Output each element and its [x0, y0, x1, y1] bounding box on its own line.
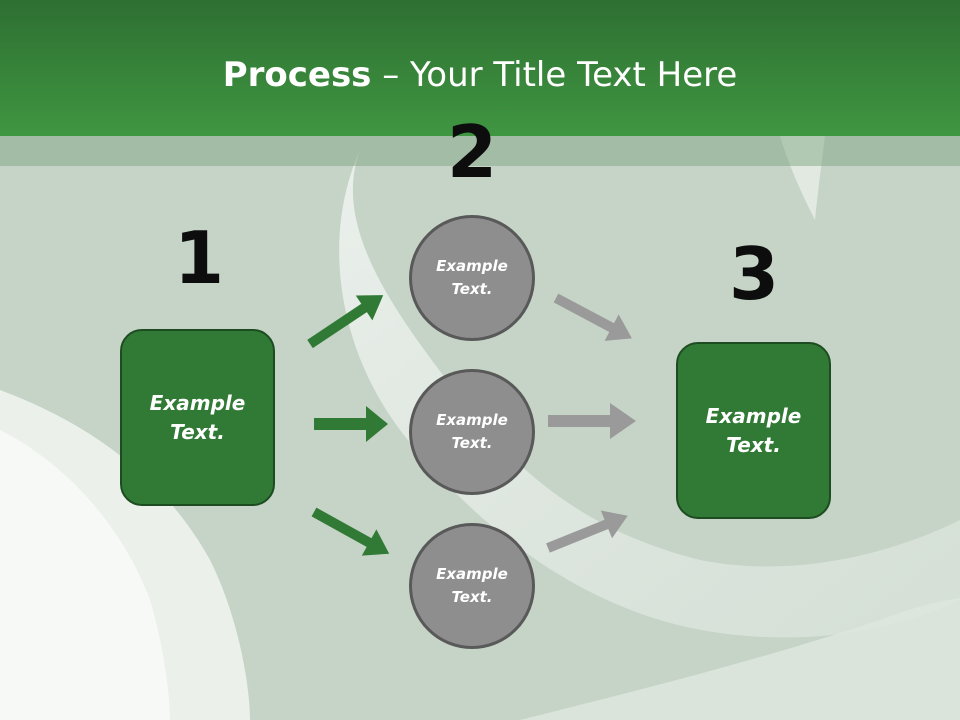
step-number-1: 1 [173, 216, 225, 300]
gray-arrow-right [548, 403, 636, 439]
header-band [0, 136, 960, 166]
green-arrow-up [307, 295, 384, 349]
step-2-circle-bottom: Example Text. [409, 523, 535, 649]
gray-arrow-down [553, 293, 632, 341]
circle-bottom-text: Example Text. [436, 565, 508, 606]
green-arrow-right [314, 406, 388, 442]
header-bar [0, 0, 960, 136]
circle-top-text: Example Text. [436, 257, 508, 298]
step-1-box: Example Text. [120, 329, 275, 506]
step-3-box-text: Example Text. [705, 403, 802, 457]
step-2-circle-middle: Example Text. [409, 369, 535, 495]
green-arrow-down [311, 507, 390, 556]
slide-title: Process – Your Title Text Here [0, 52, 960, 98]
circle-middle-text: Example Text. [436, 411, 508, 452]
step-1-box-text: Example Text. [149, 390, 246, 444]
step-number-3: 3 [728, 232, 780, 316]
title-rest: – Your Title Text Here [371, 55, 738, 95]
step-number-2: 2 [446, 110, 498, 194]
title-bold: Process [222, 55, 372, 95]
step-2-circle-top: Example Text. [409, 215, 535, 341]
step-3-box: Example Text. [676, 342, 831, 519]
gray-arrow-up [546, 510, 628, 553]
